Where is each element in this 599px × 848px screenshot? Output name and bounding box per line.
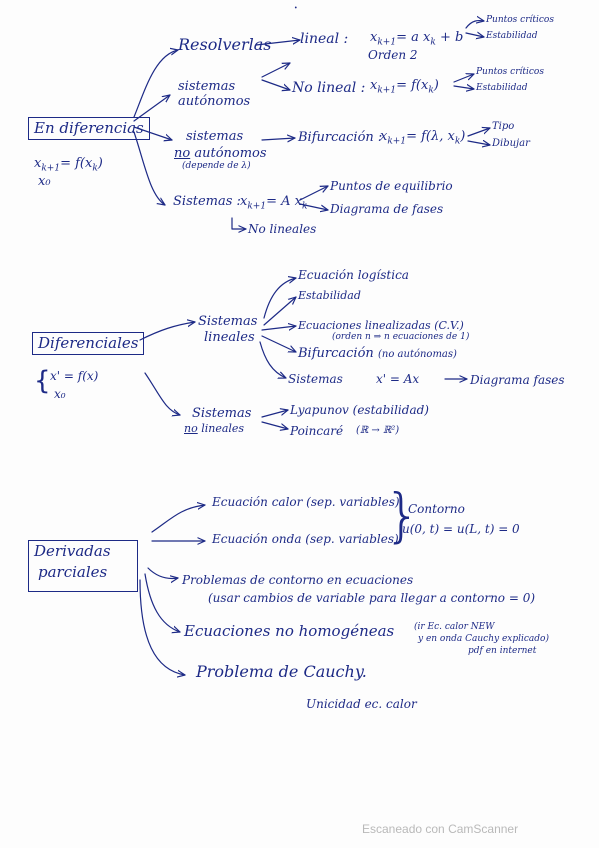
ink-dot: • (294, 5, 298, 12)
lineal-orden: Orden 2 (368, 48, 418, 62)
node-problema-cauchy: Problema de Cauchy. (196, 662, 367, 681)
node-diagrama-fases: Diagrama fases (470, 373, 565, 387)
node-sistemas-autonomos-1: sistemas (178, 79, 236, 94)
node-sistemas-autonomos-2: autónomos (178, 94, 251, 109)
section-title-derivadas-parciales: Derivadas parciales (28, 540, 138, 592)
condition-initial: x₀ (38, 174, 51, 189)
lineal-equation: xk+1= a xk + b (370, 30, 464, 48)
node-bifurcacion: Bifurcación : (298, 130, 383, 145)
bifurcacion-equation: xk+1= f(λ, xk) (380, 129, 466, 147)
section-title-en-diferencias: En diferencias (28, 117, 150, 140)
node-sistemas-lineales-1: Sistemas (198, 314, 258, 329)
condition-ode-initial: x₀ (54, 387, 66, 401)
lineal-result-estabilidad: Estabilidad (486, 31, 538, 41)
brace-diferenciales: { (34, 366, 51, 396)
contorno-equation: u(0, t) = u(L, t) = 0 (402, 522, 520, 536)
no-lineal-result-puntos: Puntos críticos (476, 67, 544, 77)
node-poincare: Poincaré (290, 424, 344, 438)
node-estabilidad: Estabilidad (298, 289, 361, 302)
section-title-diferenciales: Diferenciales (32, 332, 145, 355)
node-no-homogeneas: Ecuaciones no homogéneas (184, 622, 395, 640)
no-lineal-equation: xk+1= f(xk) (370, 78, 439, 96)
node-lyapunov: Lyapunov (estabilidad) (290, 403, 429, 417)
condition-recurrence: xk+1= f(xk) (34, 156, 103, 174)
node-sistemas-lineales-2: lineales (204, 330, 255, 345)
node-sistemas: Sistemas : (173, 194, 241, 209)
title-parciales: parciales (38, 563, 108, 581)
node-ecuaciones-linealizadas: Ecuaciones linealizadas (C.V.) (298, 319, 464, 332)
no-homogeneas-note-2: y en onda Cauchy explicado) (418, 634, 549, 644)
node-unicidad: Unicidad ec. calor (306, 697, 417, 711)
sistemas-result-diagrama: Diagrama de fases (330, 202, 444, 216)
camscanner-watermark: Escaneado con CamScanner (362, 822, 519, 836)
sistemas-diff-equation: x' = Ax (376, 372, 420, 386)
node-sistemas-no-autonomos-1: sistemas (186, 129, 244, 144)
bifurcacion-result-tipo: Tipo (492, 121, 515, 132)
node-ecuacion-logistica: Ecuación logística (298, 268, 409, 282)
node-no-lineal: No lineal : (292, 80, 366, 96)
node-sistemas-diff: Sistemas (288, 372, 343, 386)
node-problemas-contorno: Problemas de contorno en ecuaciones (182, 573, 414, 587)
lineal-result-puntos: Puntos críticos (486, 15, 554, 25)
no-homogeneas-note-1: (ir Ec. calor NEW (414, 622, 495, 632)
brace-contorno: } (384, 481, 421, 549)
poincare-note: (ℝ → ℝ²) (356, 425, 400, 436)
node-ecuacion-calor: Ecuación calor (sep. variables) (212, 495, 400, 509)
node-sistemas-no-lineales-2: no lineales (184, 422, 245, 435)
ecuaciones-linealizadas-note: (orden n ⇒ n ecuaciones de 1) (332, 332, 470, 342)
node-lineal: lineal : (300, 31, 349, 47)
bifurcacion-result-dibujar: Dibujar (492, 138, 530, 149)
node-bifurcacion-diff: Bifurcación (298, 346, 374, 361)
node-sistemas-no-autonomos-2: no autónomos (174, 146, 267, 161)
sistemas-no-autonomos-note: (depende de λ) (182, 161, 251, 171)
condition-ode: x' = f(x) (50, 369, 99, 383)
node-resolverlas: Resolverlas (178, 35, 272, 54)
no-lineal-result-estabilidad: Estabilidad (476, 83, 528, 93)
title-derivadas: Derivadas (34, 542, 111, 560)
node-no-lineales: No lineales (248, 222, 317, 236)
sistemas-equation: xk+1= A xk (240, 194, 308, 212)
bifurcacion-diff-note: (no autónomas) (378, 349, 457, 360)
sistemas-result-puntos: Puntos de equilibrio (330, 179, 453, 193)
node-contorno: Contorno (408, 502, 465, 516)
node-sistemas-no-lineales-1: Sistemas (192, 406, 252, 421)
node-ecuacion-onda: Ecuación onda (sep. variables) (212, 532, 399, 546)
no-homogeneas-note-3: pdf en internet (468, 646, 537, 656)
problemas-contorno-note: (usar cambios de variable para llegar a … (208, 591, 536, 605)
